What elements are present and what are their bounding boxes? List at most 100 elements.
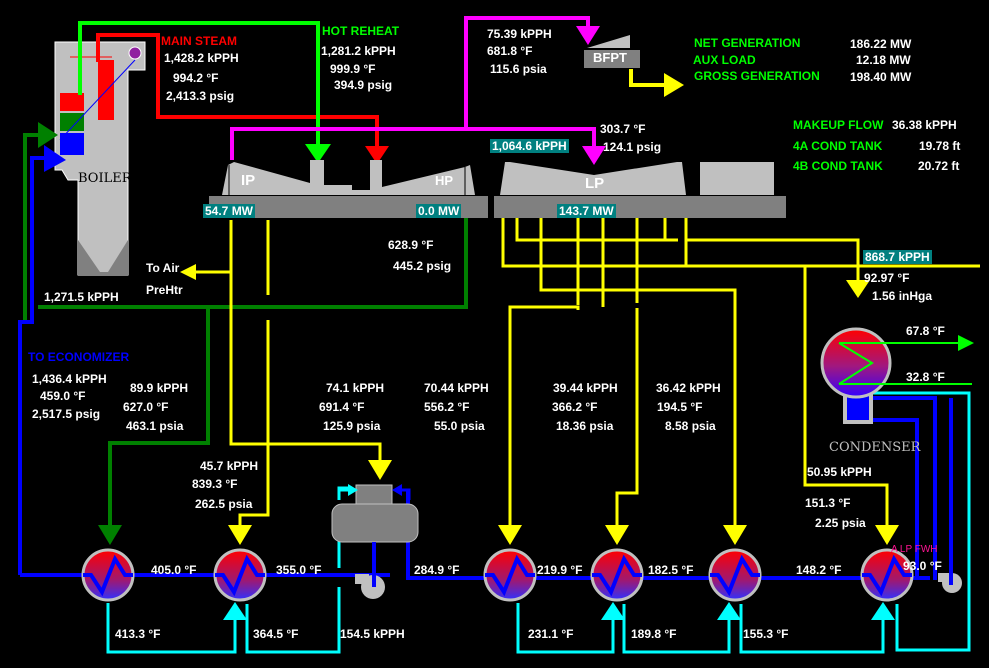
- extraction-5-press: 18.36 psia: [556, 419, 614, 433]
- heater-coil-1: [83, 554, 133, 597]
- extraction-7-press: 2.25 psia: [815, 516, 866, 530]
- makeup-flow-value: 36.38 kPPH: [892, 118, 957, 132]
- crossover-line: [230, 16, 596, 160]
- feedwater-temp-5: 182.5 °F: [648, 563, 694, 577]
- cond-tank-4a-label: 4A COND TANK: [793, 139, 883, 153]
- cold-reheat-temp: 628.9 °F: [388, 238, 434, 252]
- gross-generation-value: 198.40 MW: [850, 70, 912, 84]
- deaerator-blue-arrow-icon: [392, 484, 402, 496]
- extraction-4-press: 55.0 psia: [434, 419, 485, 433]
- drain-arrow-2-icon: [601, 602, 625, 620]
- heater-3-arrow-icon: [498, 525, 522, 545]
- crossover-flow: 1,064.6 kPPH: [490, 139, 569, 153]
- feedwater-temp-2: 355.0 °F: [276, 563, 322, 577]
- lp-turbine[interactable]: [494, 162, 786, 218]
- reheat-return-flow: 1,271.5 kPPH: [44, 290, 119, 304]
- drain-arrow-3-icon: [717, 602, 741, 620]
- main-steam-temp: 994.2 °F: [173, 71, 219, 85]
- drain-temp-4: 189.8 °F: [631, 627, 677, 641]
- extraction-2-press: 262.5 psia: [195, 497, 253, 511]
- ip-mw-readout: 54.7 MW: [203, 204, 256, 218]
- main-steam-flow: 1,428.2 kPPH: [164, 51, 239, 65]
- extraction-3-flow: 74.1 kPPH: [326, 381, 385, 395]
- cond-tank-4b-value: 20.72 ft: [918, 159, 960, 173]
- aux-load-label: AUX LOAD: [693, 53, 756, 67]
- deaerator[interactable]: [331, 484, 419, 543]
- cold-reheat-press: 445.2 psig: [393, 259, 452, 273]
- deaerator-inlet-arrow-icon: [368, 460, 392, 480]
- hp-turbine-label: HP: [435, 173, 454, 188]
- extraction-7-flow: 50.95 kPPH: [807, 465, 872, 479]
- heater-2-arrow-icon: [228, 525, 252, 545]
- extraction-6-temp: 194.5 °F: [657, 400, 703, 414]
- cold-reheat-arrow-icon: [38, 122, 58, 148]
- heater-6-arrow-icon: [875, 525, 899, 545]
- drain-temp-2: 364.5 °F: [253, 627, 299, 641]
- crossover-press: 124.1 psig: [603, 140, 662, 154]
- feedwater-temp-6: 148.2 °F: [796, 563, 842, 577]
- cond-tank-4b-label: 4B COND TANK: [793, 159, 883, 173]
- makeup-flow-label: MAKEUP FLOW: [793, 118, 884, 132]
- condensate-pump[interactable]: [938, 398, 962, 593]
- extraction-2-flow: 45.7 kPPH: [200, 459, 259, 473]
- heater-coil-4: [592, 554, 642, 597]
- bfpt-label: BFPT: [593, 50, 627, 65]
- bfpt-steam-arrow-icon: [576, 26, 600, 45]
- economizer-press: 2,517.5 psig: [32, 407, 101, 421]
- bfpt-steam-press: 115.6 psia: [490, 62, 547, 76]
- aux-load-value: 12.18 MW: [856, 53, 911, 67]
- deaerator-cyan-arrow-icon: [348, 484, 358, 496]
- feed-pump[interactable]: [355, 542, 385, 599]
- extraction-1-flow: 89.9 kPPH: [130, 381, 189, 395]
- drain-arrow-4-icon: [871, 602, 895, 620]
- economizer-coil: [60, 133, 84, 155]
- crossover-temp: 303.7 °F: [600, 122, 646, 136]
- hp-heater-extraction-arrow-icon: [98, 525, 122, 545]
- heater-coil-5: [710, 554, 760, 597]
- condenser[interactable]: [820, 327, 972, 424]
- extraction-3-press: 125.9 psia: [323, 419, 381, 433]
- gross-generation-label: GROSS GENERATION: [694, 69, 820, 83]
- extraction-7-temp: 151.3 °F: [805, 496, 851, 510]
- condenser-flow: 868.7 kPPH: [863, 250, 932, 264]
- drain-arrow-1-icon: [223, 602, 247, 620]
- lp-mw-readout: 143.7 MW: [557, 204, 616, 218]
- condenser-label: CONDENSER: [829, 440, 921, 455]
- heater-coil-3: [485, 554, 535, 597]
- extraction-lines: [196, 218, 980, 527]
- drain-temp-1: 413.3 °F: [115, 627, 161, 641]
- heater-coil-6: [862, 554, 912, 597]
- lp-fwh-label: A LP FWH: [891, 544, 938, 555]
- economizer-temp: 459.0 °F: [40, 389, 86, 403]
- net-generation-label: NET GENERATION: [694, 36, 801, 50]
- hot-reheat-press: 394.9 psig: [334, 78, 393, 92]
- extraction-3-temp: 691.4 °F: [319, 400, 365, 414]
- hot-reheat-arrow-icon: [305, 144, 331, 163]
- economizer-inlet-arrow-icon: [44, 145, 66, 172]
- cooling-water-out-temp: 67.8 °F: [906, 324, 945, 338]
- extraction-1-temp: 627.0 °F: [123, 400, 169, 414]
- main-steam-press: 2,413.3 psig: [166, 89, 235, 103]
- crossover-arrow-icon: [582, 146, 606, 165]
- feedwater-temp-3: 284.9 °F: [414, 563, 460, 577]
- cond-tank-4a-value: 19.78 ft: [919, 139, 961, 153]
- heater-5-arrow-icon: [723, 525, 747, 545]
- hot-reheat-flow: 1,281.2 kPPH: [321, 44, 396, 58]
- air-preheater-label-1: To Air: [146, 261, 180, 275]
- superheater-coil: [60, 93, 84, 111]
- bfpt-steam-flow: 75.39 kPPH: [487, 27, 552, 41]
- heater-4-arrow-icon: [605, 525, 629, 545]
- bfpt-steam-temp: 681.8 °F: [487, 44, 533, 58]
- feedwater-heater-coils: [83, 554, 912, 597]
- boiler[interactable]: [54, 41, 146, 276]
- reheater-coil: [60, 113, 84, 131]
- extraction-5-flow: 39.44 kPPH: [553, 381, 618, 395]
- bfpt-turbine[interactable]: [584, 35, 640, 68]
- condenser-press: 1.56 inHga: [872, 289, 933, 303]
- boiler-label: BOILER: [78, 171, 132, 186]
- extraction-2-temp: 839.3 °F: [192, 477, 238, 491]
- main-steam-line: [96, 33, 379, 148]
- waterwall-tubes: [98, 60, 114, 120]
- extraction-6-press: 8.58 psia: [665, 419, 716, 433]
- hp-mw-readout: 0.0 MW: [416, 204, 462, 218]
